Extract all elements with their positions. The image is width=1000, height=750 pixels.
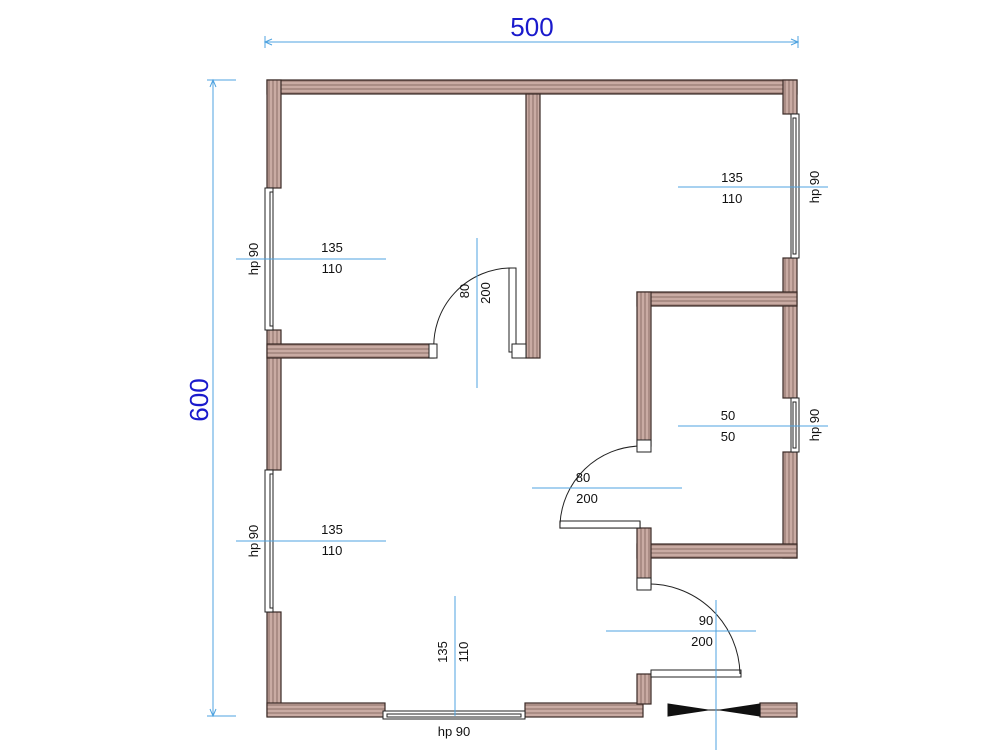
wall-room-small-bottom [636,543,798,559]
svg-text:135: 135 [321,522,343,537]
svg-text:50: 50 [721,429,735,444]
size-right-small: 50 50 [678,408,828,444]
svg-text:135: 135 [721,170,743,185]
wall-bottom-right [759,702,798,718]
size-bottom: 135 110 [435,596,471,716]
svg-text:200: 200 [478,282,493,304]
size-left-upper: 135 110 [236,240,386,276]
wall-left-bottom [266,611,282,717]
wall-left-top [266,79,282,189]
svg-text:135: 135 [321,240,343,255]
window-label-right-middle: hp 90 [807,409,822,442]
svg-text:110: 110 [322,261,343,276]
window-right-middle [790,397,800,453]
walls [266,79,798,718]
size-right-upper: 135 110 [678,170,828,206]
window-bottom [382,710,526,720]
entrance-arrows [667,703,761,717]
svg-text:110: 110 [722,191,743,206]
overall-width-label: 500 [510,12,553,42]
window-right-upper [790,113,800,259]
svg-text:200: 200 [691,634,713,649]
window-label-bottom: hp 90 [438,724,471,739]
wall-interior-vertical [525,93,541,359]
overall-height-label: 600 [184,378,214,421]
wall-left-mid [266,329,282,471]
door-entrance [636,577,742,678]
svg-text:135: 135 [435,641,450,663]
size-left-lower: 135 110 [236,522,386,558]
wall-room-small-left [636,291,652,447]
size-door-upper-left: 80 200 [457,238,493,388]
svg-text:110: 110 [456,642,471,663]
door-middle [559,439,652,529]
wall-entrance-stub [636,673,652,705]
wall-room-small-top [636,291,798,307]
wall-bottom-mid [524,702,644,718]
svg-text:80: 80 [576,470,590,485]
overall-height-dimension: 600 [184,78,236,718]
size-door-entrance: 90 200 [606,613,756,649]
svg-text:80: 80 [457,284,472,298]
wall-right-mid [782,257,798,399]
svg-text:110: 110 [322,543,343,558]
wall-bottom-left [266,702,386,718]
wall-top [266,79,798,95]
door-upper-left [428,267,527,359]
svg-text:90: 90 [699,613,713,628]
wall-bedroom1-bottom [266,343,435,359]
wall-right-bottom [782,451,798,559]
wall-right-top [782,79,798,115]
overall-width-dimension: 500 [263,12,800,48]
size-door-middle: 80 200 [532,470,682,506]
svg-text:200: 200 [576,491,598,506]
svg-text:50: 50 [721,408,735,423]
